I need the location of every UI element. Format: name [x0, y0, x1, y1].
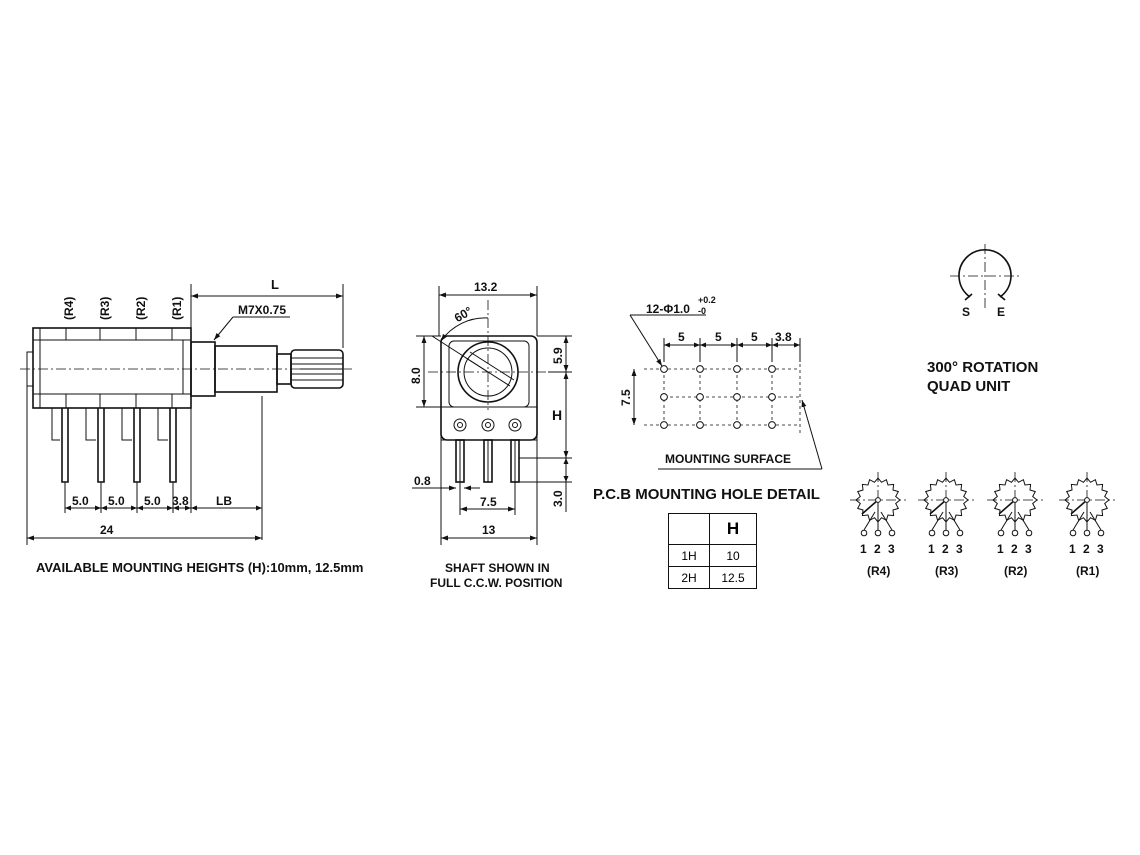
h-dim-label: H	[552, 407, 562, 423]
terminal-icon	[956, 529, 964, 537]
width-bottom-dim: 13	[482, 523, 496, 537]
length-dim-label: L	[271, 277, 279, 292]
pin-number: 1	[997, 542, 1004, 556]
schematic-name: (R1)	[1076, 564, 1099, 578]
pcb-detail-title: P.C.B MOUNTING HOLE DETAIL	[593, 486, 820, 503]
schematic-name: (R4)	[867, 564, 890, 578]
side-pins	[51, 408, 177, 483]
pcb-pitch-2: 5	[715, 330, 722, 344]
pin-number: 3	[1097, 542, 1104, 556]
pcb-pitch-1: 5	[678, 330, 685, 344]
table-row: 2H 12.5	[668, 566, 757, 589]
pin-number: 1	[860, 542, 867, 556]
schematic-name: (R2)	[1004, 564, 1027, 578]
table-header-cell: H	[709, 513, 757, 545]
section-label-r1: (R1)	[170, 297, 184, 320]
lb-dim-label: LB	[216, 494, 232, 508]
pitch-dim-3: 5.0	[144, 494, 161, 508]
terminal-icon	[997, 529, 1005, 537]
pcb-pitch-4: 3.8	[775, 330, 792, 344]
shaft-caption-line2: FULL C.C.W. POSITION	[430, 576, 562, 590]
pin-length-dim: 3.0	[551, 490, 565, 507]
rotation-title-line1: 300° ROTATION	[927, 359, 1038, 376]
pin-number: 2	[874, 542, 881, 556]
shaft-caption-line1: SHAFT SHOWN IN	[445, 561, 550, 575]
width-top-dim: 13.2	[474, 280, 498, 294]
section-label-r4: (R4)	[62, 297, 76, 320]
table-cell: 2H	[668, 566, 710, 589]
hole-tol-minus: -0	[698, 306, 706, 316]
terminal-icon	[888, 529, 896, 537]
terminal-icon	[1083, 529, 1091, 537]
pin-number: 2	[1011, 542, 1018, 556]
pin-number: 3	[1025, 542, 1032, 556]
section-label-r2: (R2)	[134, 297, 148, 320]
start-label: S	[962, 305, 970, 319]
pin-number: 3	[888, 542, 895, 556]
table-row: 1H 10	[668, 544, 757, 567]
front-view: 13.2 60° 8.0 5.9	[409, 280, 572, 590]
table-header-cell	[668, 513, 710, 545]
terminal-icon	[1011, 529, 1019, 537]
pitch-dim-4: 3.8	[172, 494, 189, 508]
pcb-holes	[660, 365, 776, 429]
pcb-row-dim: 7.5	[619, 389, 633, 406]
terminal-icon	[928, 529, 936, 537]
hole-tol-plus: +0.2	[698, 295, 716, 305]
dim-5-9: 5.9	[551, 347, 565, 364]
end-label: E	[997, 305, 1005, 319]
terminal-icon	[874, 529, 882, 537]
pitch-dim-2: 5.0	[108, 494, 125, 508]
mounting-heights-caption: AVAILABLE MOUNTING HEIGHTS (H):10mm, 12.…	[36, 560, 363, 575]
table-cell: 12.5	[709, 566, 757, 589]
terminal-icon	[942, 529, 950, 537]
schematic-name: (R3)	[935, 564, 958, 578]
mounting-height-table: H 1H 10 2H 12.5	[668, 513, 757, 589]
pitch-dim-1: 5.0	[72, 494, 89, 508]
pin-number: 2	[1083, 542, 1090, 556]
table-cell: 1H	[668, 544, 710, 567]
pcb-hole-detail: 12-Φ1.0 +0.2 -0 5 5 5 3.8 7	[593, 295, 823, 503]
mounting-surface-label: MOUNTING SURFACE	[665, 452, 791, 466]
side-view: (R4) (R3) (R2) (R1)	[20, 277, 363, 575]
angle-label: 60°	[452, 304, 475, 325]
rotation-title-line2: QUAD UNIT	[927, 378, 1010, 395]
terminal-icon	[1069, 529, 1077, 537]
hole-spec: 12-Φ1.0	[646, 302, 690, 316]
side-body	[26, 327, 192, 409]
terminal-icon	[860, 529, 868, 537]
pin-width-dim: 0.8	[414, 474, 431, 488]
section-label-r3: (R3)	[98, 297, 112, 320]
pin-number: 2	[942, 542, 949, 556]
thread-label: M7X0.75	[238, 303, 286, 317]
pin-number: 1	[928, 542, 935, 556]
total-dim-label: 24	[100, 523, 114, 537]
pin-number: 3	[956, 542, 963, 556]
table-header-row: H	[668, 513, 757, 545]
terminal-icon	[1025, 529, 1033, 537]
rotation-symbol: S E 300° ROTATION QUAD UNIT	[927, 244, 1038, 395]
pin-pitch-dim: 7.5	[480, 495, 497, 509]
terminal-icon	[1097, 529, 1105, 537]
body-height-dim: 8.0	[409, 367, 423, 384]
rotation-arc-icon	[958, 249, 1012, 298]
pcb-pitch-3: 5	[751, 330, 758, 344]
pin-number: 1	[1069, 542, 1076, 556]
table-cell: 10	[709, 544, 757, 567]
